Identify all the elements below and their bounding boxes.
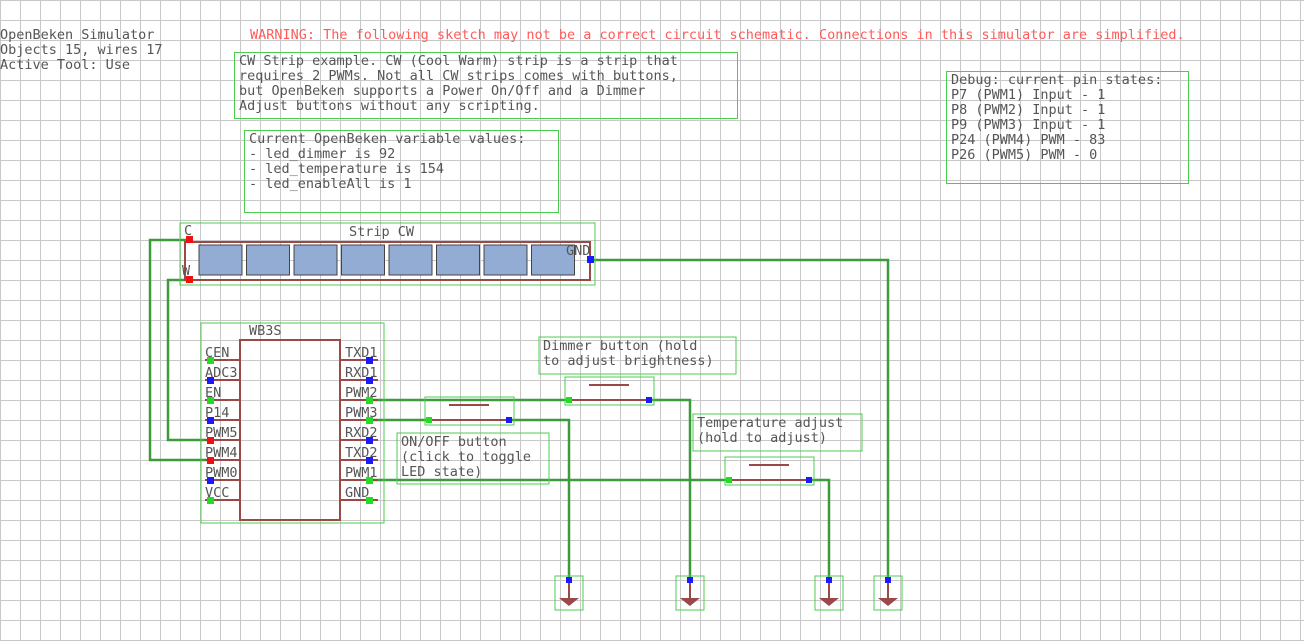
ground-symbol[interactable]: [873, 575, 903, 611]
pin-state-line: P26 (PWM5) PWM - 0: [951, 147, 1098, 163]
strip-pin-gnd-label: GND: [566, 243, 590, 259]
strip-segment: [198, 244, 243, 276]
wires: [148, 238, 890, 580]
pin-state-line: P8 (PWM2) Input - 1: [951, 102, 1106, 118]
onoff-label-line: ON/OFF button: [401, 434, 507, 450]
ground-symbol[interactable]: [675, 575, 705, 611]
wire-onoff-ground[interactable]: [509, 418, 571, 580]
app-title: OpenBeken Simulator: [0, 27, 155, 43]
wire-strip-gnd[interactable]: [590, 258, 890, 580]
strip-title: Strip CW: [349, 224, 415, 240]
strip-pin-w[interactable]: [186, 276, 193, 283]
ground-symbol[interactable]: [554, 575, 584, 611]
chip-name: WB3S: [249, 323, 282, 339]
chip-pin-p14[interactable]: [207, 417, 214, 424]
chip-pin-en[interactable]: [207, 397, 214, 404]
wire-strip-w-pwm4[interactable]: [166, 278, 210, 442]
strip-segment: [341, 244, 385, 276]
variable-line: - led_temperature is 154: [249, 161, 445, 177]
variable-line: - led_dimmer is 92: [249, 146, 396, 162]
strip-segments: [198, 244, 575, 276]
strip-segment: [246, 244, 290, 276]
chip-pin-rxd1[interactable]: [366, 377, 373, 384]
onoff-label-line: (click to toggle: [401, 449, 531, 465]
description-line: CW Strip example. CW (Cool Warm) strip i…: [239, 53, 678, 69]
wire-dimmer-ground[interactable]: [649, 398, 692, 580]
debug-panel[interactable]: Debug: current pin states: P7 (PWM1) Inp…: [946, 71, 1189, 184]
chip-pin-label-gnd: GND: [345, 485, 369, 501]
ground-symbols: [554, 575, 903, 611]
variables-note[interactable]: Current OpenBeken variable values: - led…: [244, 130, 559, 213]
chip-pin-pwm3[interactable]: [366, 417, 373, 424]
debug-title: Debug: current pin states:: [951, 72, 1163, 88]
temperature-label-box: [692, 413, 863, 452]
dimmer-label-line: to adjust brightness): [543, 353, 714, 369]
temperature-button[interactable]: [724, 456, 815, 486]
wire-temperature-ground[interactable]: [809, 478, 831, 580]
strip-pin-c-label: C: [184, 223, 192, 239]
chip-pin-pwm1[interactable]: [366, 477, 373, 484]
objects-count: Objects 15, wires 17: [0, 42, 163, 58]
dimmer-label-box: [538, 336, 737, 375]
strip-segment: [293, 244, 338, 276]
wire-strip-c-pwm5[interactable]: [148, 238, 210, 462]
chip-pin-txd1[interactable]: [366, 357, 373, 364]
strip-segment: [531, 244, 575, 276]
strip-pin-gnd[interactable]: [587, 256, 594, 263]
temperature-label-line: Temperature adjust: [697, 415, 843, 431]
led-strip-cw[interactable]: Strip CW C W GND: [179, 222, 596, 286]
ground-symbol[interactable]: [814, 575, 844, 611]
chip-pin-pwm4[interactable]: [207, 457, 214, 464]
onoff-button[interactable]: [424, 396, 515, 426]
chip-pin-gnd[interactable]: [366, 497, 373, 504]
description-note[interactable]: CW Strip example. CW (Cool Warm) strip i…: [234, 52, 738, 119]
chip-pin-pwm0[interactable]: [207, 477, 214, 484]
strip-pin-w-label: W: [182, 263, 191, 279]
description-line: but OpenBeken supports a Power On/Off an…: [239, 83, 646, 99]
warning-text: WARNING: The following sketch may not be…: [250, 27, 1185, 43]
variables-title: Current OpenBeken variable values:: [249, 131, 526, 147]
chip-pins: CENADC3ENP14PWM5PWM4PWM0VCCTXD1RXD1PWM2P…: [205, 345, 378, 504]
dimmer-label-line: Dimmer button (hold: [543, 338, 697, 354]
chip-pin-pwm5[interactable]: [207, 437, 214, 444]
chip-pin-cen[interactable]: [207, 357, 214, 364]
strip-segment: [483, 244, 528, 276]
description-line: Adjust buttons without any scripting.: [239, 98, 540, 114]
onoff-label-box: [396, 432, 550, 485]
dimmer-button[interactable]: [564, 376, 655, 406]
strip-segment: [436, 244, 480, 276]
strip-segment: [388, 244, 433, 276]
pin-state-line: P7 (PWM1) Input - 1: [951, 87, 1106, 103]
chip-pin-vcc[interactable]: [207, 497, 214, 504]
chip-pin-txd2[interactable]: [366, 457, 373, 464]
variable-line: - led_enableAll is 1: [249, 176, 412, 192]
pin-state-line: P24 (PWM4) PWM - 83: [951, 132, 1106, 148]
wb3s-chip[interactable]: WB3S CENADC3ENP14PWM5PWM4PWM0VCCTXD1RXD1…: [200, 322, 385, 524]
strip-pin-c[interactable]: [186, 236, 193, 243]
chip-pin-adc3[interactable]: [207, 377, 214, 384]
temperature-label-line: (hold to adjust): [697, 430, 827, 446]
onoff-label-line: LED state): [401, 464, 482, 480]
chip-pin-pwm2[interactable]: [366, 397, 373, 404]
description-line: requires 2 PWMs. Not all CW strips comes…: [239, 68, 678, 84]
chip-pin-rxd2[interactable]: [366, 437, 373, 444]
pin-state-line: P9 (PWM3) Input - 1: [951, 117, 1106, 133]
active-tool: Active Tool: Use: [0, 57, 131, 73]
